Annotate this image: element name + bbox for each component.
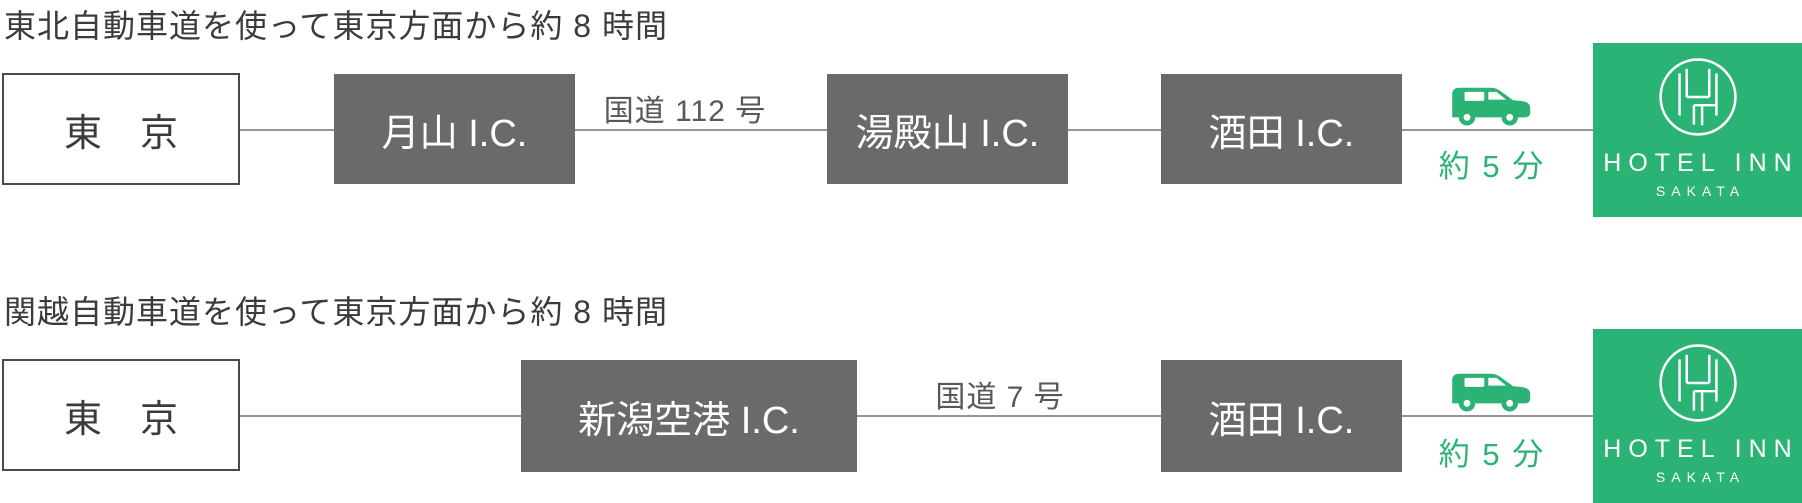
hotel-inn-monogram-icon (1658, 344, 1737, 422)
route1-stop-label: 湯殿山 I.C. (855, 112, 1040, 155)
route1-stop-box: 酒田 I.C. (1161, 74, 1402, 184)
route1-stop-box: 湯殿山 I.C. (827, 74, 1068, 184)
route1-line-segment (575, 129, 828, 131)
hotel-name: HOTEL INN (1603, 435, 1799, 463)
route1-stop-label: 酒田 I.C. (1208, 112, 1355, 155)
hotel-location: SAKATA (1655, 183, 1746, 199)
route2-drive-time: 約 5 分 (1438, 437, 1546, 472)
route1-line-segment (1400, 129, 1594, 131)
route2-heading: 関越自動車道を使って東京方面から約 8 時間 (4, 294, 668, 330)
hotel-logo: HOTEL INN SAKATA (1593, 43, 1802, 217)
route1-stop-box: 月山 I.C. (334, 74, 575, 184)
route2-stop-box: 酒田 I.C. (1161, 360, 1402, 472)
hotel-name: HOTEL INN (1603, 149, 1799, 177)
route1-origin-label: 東 京 (63, 112, 178, 155)
route1-stop-label: 月山 I.C. (381, 112, 528, 155)
hotel-logo: HOTEL INN SAKATA (1593, 329, 1802, 503)
hotel-location: SAKATA (1655, 469, 1746, 485)
route2-stop-label: 新潟空港 I.C. (578, 399, 800, 442)
car-icon (1452, 87, 1531, 126)
route2-stop-label: 酒田 I.C. (1208, 399, 1355, 442)
route1-origin-box: 東 京 (2, 73, 240, 185)
hotel-inn-monogram-icon (1658, 58, 1737, 136)
route2-road-label: 国道 7 号 (935, 381, 1065, 414)
route1-line-segment (1068, 129, 1162, 131)
route2-line-segment (1402, 415, 1594, 417)
route1-drive-time: 約 5 分 (1438, 149, 1546, 184)
route2-line-segment (857, 415, 1161, 417)
route2-origin-box: 東 京 (2, 359, 240, 471)
route2-stop-box: 新潟空港 I.C. (521, 360, 857, 472)
route2-origin-label: 東 京 (63, 398, 178, 441)
route1-road-label: 国道 112 号 (603, 95, 767, 128)
route2-line-segment (240, 415, 521, 417)
route1-heading: 東北自動車道を使って東京方面から約 8 時間 (4, 8, 668, 44)
route1-line-segment (240, 129, 336, 131)
car-icon (1452, 373, 1531, 412)
